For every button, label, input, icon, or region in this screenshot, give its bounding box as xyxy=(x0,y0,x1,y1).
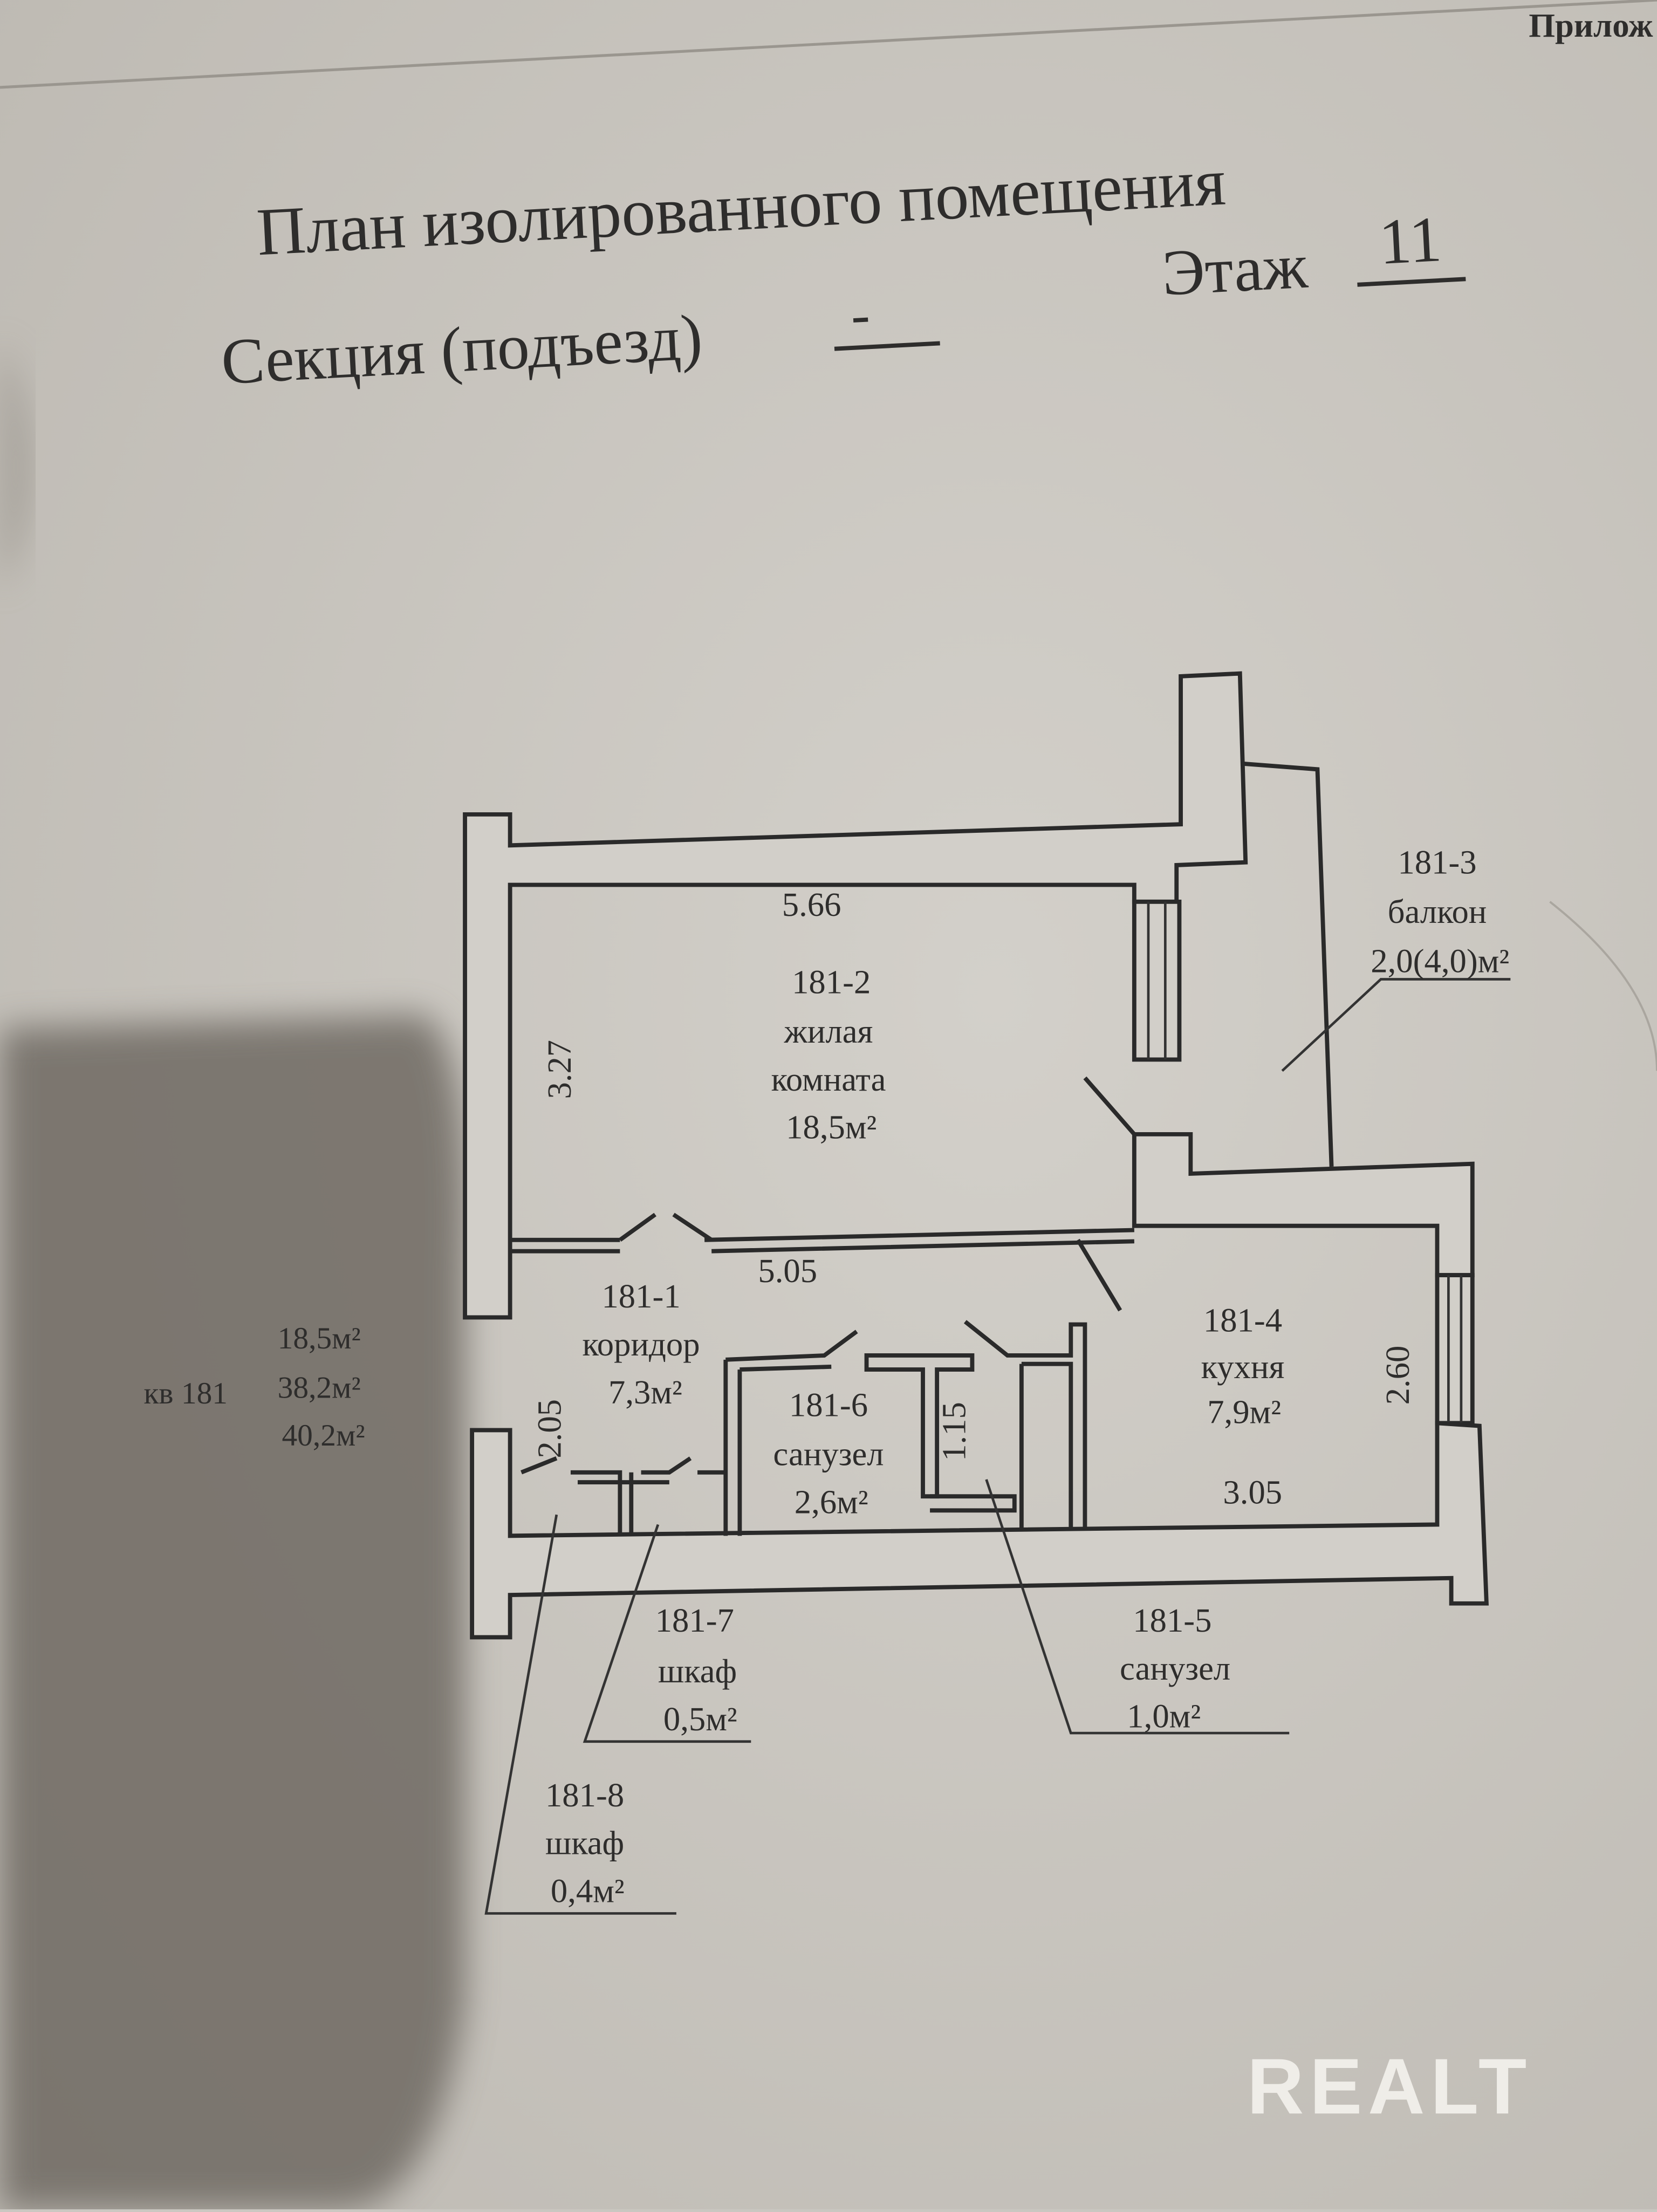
dim-kitchen-depth: 2.60 xyxy=(1379,1346,1416,1405)
room-area: 18,5м² xyxy=(786,1108,877,1146)
room-id: 181-2 xyxy=(792,963,871,1001)
room-area: 2,0(4,0)м² xyxy=(1371,942,1509,980)
corner-text: Прилож xyxy=(1529,6,1653,44)
room-id: 181-1 xyxy=(601,1277,680,1315)
room-area: 0,4м² xyxy=(551,1872,625,1910)
shadow-top xyxy=(0,338,32,592)
dim-corridor-width: 5.05 xyxy=(758,1252,817,1290)
room-name: санузел xyxy=(1120,1649,1230,1687)
room-181-1: 181-1 коридор 7,3м² xyxy=(583,1277,700,1411)
section-underline xyxy=(834,341,940,351)
apartment-label: кв 181 xyxy=(143,1376,228,1410)
shadow xyxy=(0,1014,466,2209)
room-area: 0,5м² xyxy=(663,1700,737,1738)
room-181-2: 181-2 жилая комната 18,5м² xyxy=(771,963,886,1146)
dim-room-width: 5.66 xyxy=(782,886,841,923)
room-181-3: 181-3 балкон 2,0(4,0)м² xyxy=(1371,844,1509,980)
dim-corridor-depth: 2.05 xyxy=(531,1399,569,1458)
total-with-balcony: 40,2м² xyxy=(282,1419,365,1453)
realt-watermark-logo: REALT xyxy=(1247,2042,1532,2130)
room-name: шкаф xyxy=(658,1652,737,1690)
room-name: кухня xyxy=(1201,1348,1285,1386)
room-name: балкон xyxy=(1388,893,1487,930)
floor-label: Этаж xyxy=(1160,230,1310,309)
dimensions: 5.66 3.27 5.05 2.05 1.15 2.60 3.05 xyxy=(531,886,1417,1511)
room-181-8: 181-8 шкаф 0,4м² xyxy=(545,1776,625,1910)
room-area: 7,3м² xyxy=(608,1373,682,1411)
room-id: 181-5 xyxy=(1133,1601,1211,1639)
total-area: 38,2м² xyxy=(278,1371,361,1405)
room-id: 181-4 xyxy=(1203,1302,1282,1339)
floor-value: 11 xyxy=(1377,203,1443,278)
walls xyxy=(463,671,1489,1640)
dim-bath-depth: 1.15 xyxy=(935,1402,973,1461)
room-name: комната xyxy=(771,1060,886,1098)
page-edge xyxy=(0,0,1657,89)
room-name: шкаф xyxy=(545,1824,624,1862)
room-name: коридор xyxy=(583,1325,700,1363)
room-181-6: 181-6 санузел 2,6м² xyxy=(773,1386,884,1521)
leader-lines xyxy=(484,901,1657,1915)
room-area: 1,0м² xyxy=(1127,1697,1201,1735)
apartment-summary: кв 181 18,5м² 38,2м² 40,2м² xyxy=(143,1321,365,1453)
room-labels: 181-2 жилая комната 18,5м² 181-3 балкон … xyxy=(545,844,1509,1910)
room-name: санузел xyxy=(773,1435,884,1473)
room-id: 181-3 xyxy=(1398,844,1476,881)
dim-room-depth: 3.27 xyxy=(540,1040,578,1099)
room-area: 2,6м² xyxy=(795,1483,868,1521)
section-value: - xyxy=(850,283,872,346)
dim-kitchen-width: 3.05 xyxy=(1223,1473,1282,1511)
room-name: жилая xyxy=(784,1012,873,1050)
room-181-4: 181-4 кухня 7,9м² xyxy=(1201,1302,1285,1431)
room-id: 181-7 xyxy=(655,1601,734,1639)
floor-underline xyxy=(1357,277,1466,287)
room-id: 181-8 xyxy=(545,1776,624,1814)
room-area: 7,9м² xyxy=(1207,1393,1281,1430)
room-181-5: 181-5 санузел 1,0м² xyxy=(1120,1601,1230,1735)
room-181-7: 181-7 шкаф 0,5м² xyxy=(655,1601,737,1738)
living-area: 18,5м² xyxy=(278,1321,361,1355)
room-id: 181-6 xyxy=(789,1386,868,1423)
